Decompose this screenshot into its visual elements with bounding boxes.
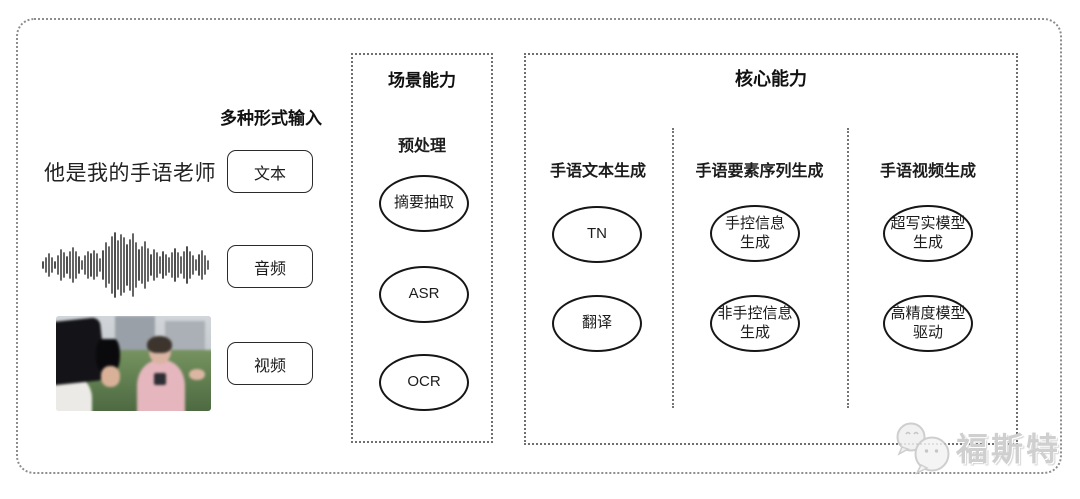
watermark: 福斯特	[888, 416, 1061, 478]
sample-sentence-text: 他是我的手语老师	[44, 162, 216, 185]
core-column-header-element-sequence-generation: 手语要素序列生成	[695, 163, 824, 180]
oval-label: 翻译	[581, 314, 612, 332]
oval-label: TN	[587, 225, 607, 243]
photo-reporter-hair	[147, 335, 173, 354]
core-column-divider	[847, 128, 849, 408]
watermark-bubbles-icon	[896, 422, 950, 475]
scene-capability-box	[351, 53, 493, 443]
oval-label: 手控信息 生成	[724, 214, 785, 251]
core-oval-hyperrealistic-model-generation: 超写实模型 生成	[883, 205, 973, 262]
oval-label: OCR	[407, 373, 441, 391]
photo-microphone	[153, 373, 167, 386]
core-oval-translation: 翻译	[552, 295, 642, 352]
scene-oval-summary-extraction: 摘要抽取	[379, 175, 469, 232]
watermark-brand-text: 福斯特	[956, 431, 1062, 467]
oval-label: ASR	[408, 285, 440, 303]
audio-waveform-icon	[42, 232, 209, 298]
input-chip-video: 视频	[227, 342, 313, 385]
scene-box-title: 场景能力	[388, 71, 456, 90]
core-oval-high-precision-model-driving: 高精度模型 驱动	[883, 295, 973, 352]
core-capability-box	[524, 53, 1018, 445]
core-column-header-text-generation: 手语文本生成	[549, 163, 646, 180]
oval-label: 摘要抽取	[393, 194, 454, 212]
outer-dotted-frame	[16, 18, 1062, 474]
core-oval-manual-info-generation: 手控信息 生成	[710, 205, 800, 262]
photo-camera-lens	[96, 338, 120, 372]
oval-label: 非手控信息 生成	[717, 304, 793, 341]
photo-blur-layer	[56, 316, 211, 411]
core-column-divider	[672, 128, 674, 408]
core-box-title: 核心能力	[735, 69, 807, 89]
scene-oval-ocr: OCR	[379, 354, 469, 411]
input-chip-text-label: 文本	[253, 165, 286, 183]
photo-reporter-hand	[189, 369, 205, 380]
photo-reporter-body	[136, 359, 185, 411]
input-section-header: 多种形式输入	[220, 109, 322, 128]
photo-cameraman-hand	[100, 366, 120, 388]
input-chip-text: 文本	[227, 150, 313, 193]
preprocess-label: 预处理	[397, 138, 446, 155]
input-chip-audio: 音频	[227, 245, 313, 288]
oval-label: 高精度模型 驱动	[890, 304, 966, 341]
core-oval-tn: TN	[552, 206, 642, 263]
scene-oval-asr: ASR	[379, 266, 469, 323]
oval-label: 超写实模型 生成	[890, 214, 966, 251]
video-still-photo	[56, 316, 211, 411]
input-chip-video-label: 视频	[253, 357, 286, 375]
core-oval-non-manual-info-generation: 非手控信息 生成	[710, 295, 800, 352]
core-column-header-video-generation: 手语视频生成	[879, 163, 976, 180]
input-chip-audio-label: 音频	[253, 260, 286, 278]
